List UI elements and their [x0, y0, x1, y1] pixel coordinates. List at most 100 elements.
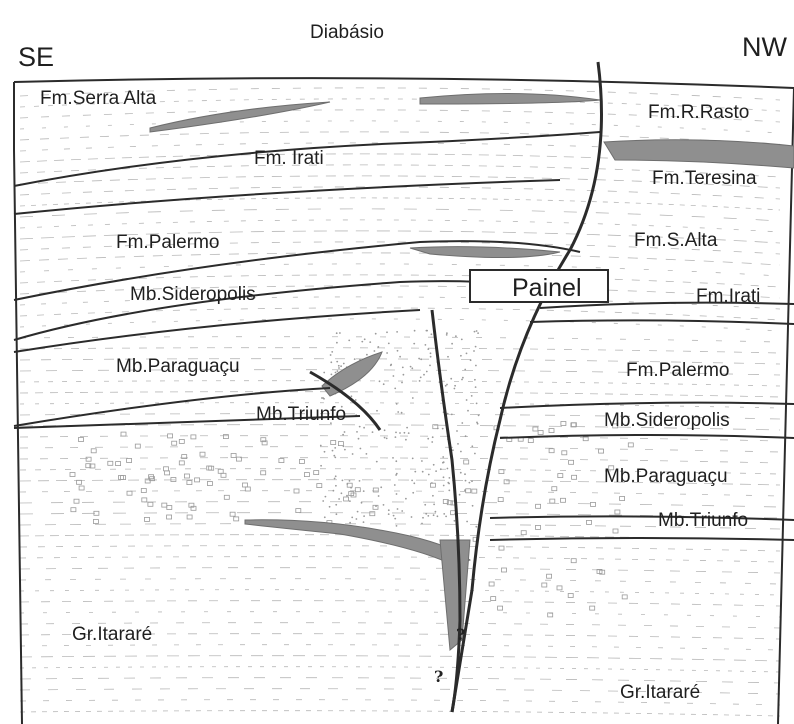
conglomerate-clast — [162, 503, 167, 507]
sand-stipple — [384, 429, 386, 431]
sand-stipple — [401, 412, 403, 414]
sand-stipple — [380, 486, 382, 488]
sand-stipple — [363, 427, 365, 429]
bedding-stroke — [20, 381, 780, 386]
conglomerate-clast — [70, 473, 75, 477]
conglomerate-clast — [77, 480, 82, 484]
conglomerate-clast — [536, 504, 541, 508]
sand-stipple — [323, 372, 325, 374]
sand-stipple — [366, 453, 368, 455]
conglomerate-clast — [148, 502, 153, 506]
sand-stipple — [446, 332, 448, 334]
sand-stipple — [329, 506, 331, 508]
bedding-stroke — [20, 447, 780, 452]
sand-stipple — [320, 445, 322, 447]
conglomerate-clast — [331, 441, 336, 445]
sand-stipple — [395, 460, 397, 462]
sand-stipple — [395, 436, 397, 438]
sand-stipple — [476, 330, 478, 332]
sand-stipple — [388, 509, 390, 511]
sand-stipple — [357, 511, 359, 513]
conglomerate-clast — [549, 429, 554, 433]
sand-stipple — [375, 505, 377, 507]
sand-stipple — [337, 370, 339, 372]
sand-stipple — [435, 470, 437, 472]
conglomerate-clast — [164, 467, 169, 471]
sand-stipple — [425, 344, 427, 346]
bedding-stroke — [20, 568, 780, 573]
conglomerate-clast — [127, 491, 132, 495]
sand-stipple — [430, 356, 432, 358]
sand-stipple — [366, 354, 368, 356]
sand-stipple — [401, 510, 403, 512]
sand-stipple — [421, 460, 423, 462]
conglomerate-clast — [223, 435, 228, 439]
sand-stipple — [464, 489, 466, 491]
sand-stipple — [414, 330, 416, 332]
conglomerate-clast — [142, 498, 147, 502]
sand-stipple — [324, 451, 326, 453]
label-right-serra-alta: Fm.S.Alta — [634, 230, 718, 251]
sand-stipple — [341, 492, 343, 494]
sand-stipple — [426, 371, 428, 373]
conglomerate-clast — [628, 443, 633, 447]
bedding-stroke — [20, 502, 780, 507]
sand-stipple — [393, 515, 395, 517]
sand-stipple — [431, 441, 433, 443]
sand-stipple — [379, 380, 381, 382]
sill-lower — [245, 520, 470, 566]
sand-stipple — [471, 480, 473, 482]
sand-stipple — [399, 356, 401, 358]
conglomerate-clast — [498, 606, 503, 610]
conglomerate-clast — [245, 487, 250, 491]
sand-stipple — [410, 366, 412, 368]
sand-stipple — [396, 331, 398, 333]
sand-stipple — [460, 355, 462, 357]
conglomerate-clast — [533, 427, 538, 431]
sand-stipple — [343, 445, 345, 447]
conglomerate-clast — [499, 546, 504, 550]
sand-stipple — [394, 388, 396, 390]
sand-stipple — [335, 475, 337, 477]
sand-stipple — [336, 361, 338, 363]
contact-right-palermo — [530, 320, 794, 324]
label-left-sideropolis: Mb.Sideropolis — [130, 284, 256, 305]
sill-irati-right — [410, 247, 560, 258]
conglomerate-clast — [590, 606, 595, 610]
conglomerate-clast — [221, 473, 226, 477]
sand-stipple — [477, 423, 479, 425]
sand-stipple — [349, 522, 351, 524]
sand-stipple — [320, 465, 322, 467]
conglomerate-clast — [191, 435, 196, 439]
sill-teresina — [604, 140, 794, 168]
label-left-triunfo: Mb.Triunfo — [256, 404, 346, 425]
conglomerate-clast — [620, 497, 625, 501]
sand-stipple — [325, 496, 327, 498]
conglomerate-clast — [571, 559, 576, 563]
conglomerate-clast — [172, 441, 177, 445]
sand-stipple — [390, 364, 392, 366]
conglomerate-clast — [218, 469, 223, 473]
conglomerate-clast — [472, 489, 477, 493]
sand-stipple — [336, 513, 338, 515]
sand-stipple — [445, 516, 447, 518]
conglomerate-clast — [370, 512, 375, 516]
sand-stipple — [454, 520, 456, 522]
bedding-stroke — [20, 491, 780, 496]
painel-label: Painel — [512, 274, 582, 302]
sand-stipple — [335, 504, 337, 506]
sand-stipple — [474, 453, 476, 455]
conglomerate-clast — [491, 597, 496, 601]
bedding-stroke — [20, 392, 780, 397]
sand-stipple — [334, 478, 336, 480]
sand-stipple — [335, 372, 337, 374]
sand-stipple — [476, 403, 478, 405]
sand-stipple — [395, 432, 397, 434]
conglomerate-clast — [338, 442, 343, 446]
conglomerate-clast — [466, 489, 471, 493]
conglomerate-clast — [261, 471, 266, 475]
sand-stipple — [474, 379, 476, 381]
sand-stipple — [426, 330, 428, 332]
sand-stipple — [440, 468, 442, 470]
